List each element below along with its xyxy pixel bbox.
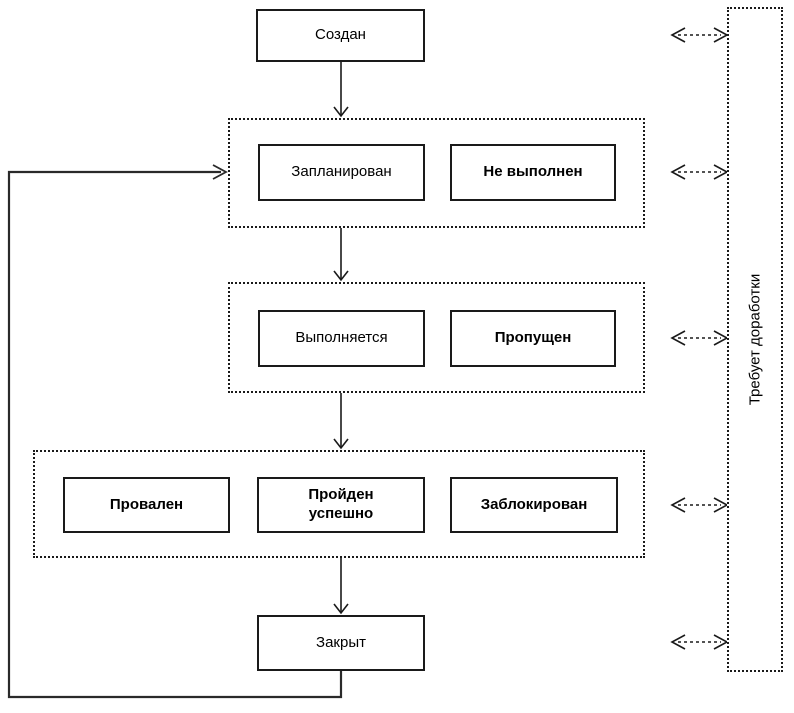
node-blocked: Заблокирован [450, 477, 618, 533]
node-not-executed: Не выполнен [450, 144, 616, 201]
arrowhead-down-1 [333, 106, 349, 118]
group-planned [228, 118, 645, 228]
node-closed: Закрыт [257, 615, 425, 671]
arrowhead-down-2 [333, 270, 349, 282]
rework-label: Требует доработки [746, 273, 764, 406]
node-in-progress: Выполняется [258, 310, 425, 367]
arrowhead-down-3 [333, 438, 349, 450]
rework-links [670, 27, 729, 650]
arrowhead-down-4 [333, 603, 349, 615]
node-planned: Запланирован [258, 144, 425, 201]
arrowhead-loop [212, 164, 228, 180]
node-created: Создан [256, 9, 425, 62]
node-passed: Пройден успешно [257, 477, 425, 533]
rework-link-result [670, 497, 729, 513]
rework-link-created [670, 27, 729, 43]
group-result [33, 450, 645, 558]
node-skipped: Пропущен [450, 310, 616, 367]
rework-link-inprogress [670, 330, 729, 346]
node-failed: Провален [63, 477, 230, 533]
rework-link-planned [670, 164, 729, 180]
group-in-progress [228, 282, 645, 393]
rework-link-closed [670, 634, 729, 650]
node-rework-panel: Требует доработки [727, 7, 783, 672]
